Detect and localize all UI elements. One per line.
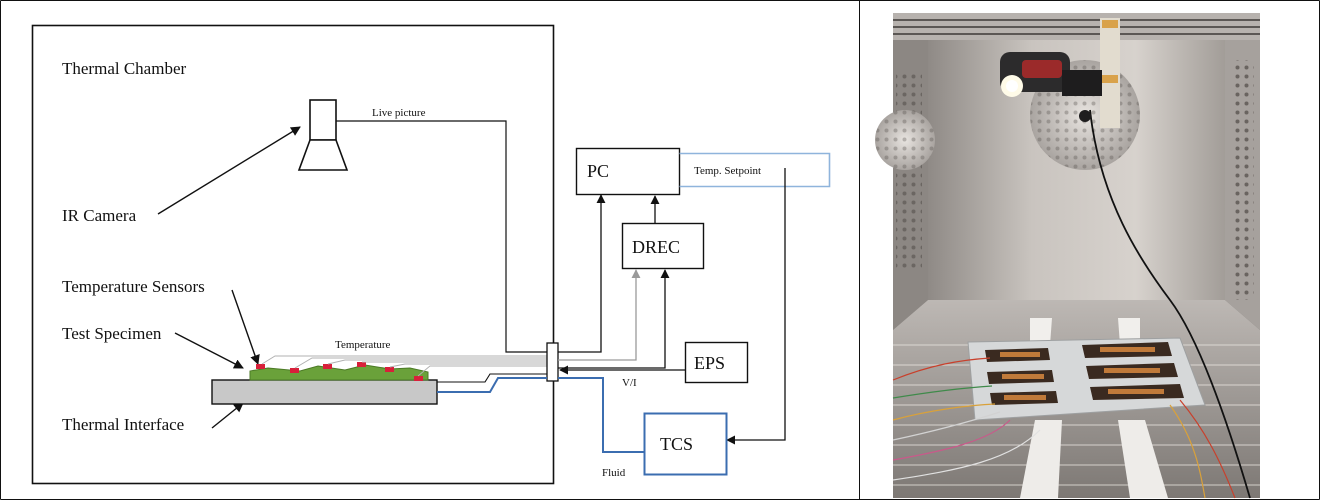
test-specimen [250,365,428,380]
feedthrough [547,343,558,381]
pc-line [558,195,601,352]
fluid-label: Fluid [602,467,626,479]
test-specimen-label: Test Specimen [62,324,162,343]
live-picture-line [336,121,547,352]
thermal-interface-plate [212,380,437,404]
drec-label: DREC [632,237,680,257]
temperature-label: Temperature [335,339,391,351]
fluid-line-a [437,378,547,392]
ir-camera-label: IR Camera [62,206,137,225]
tcs-label: TCS [660,434,693,454]
vi-label: V/I [622,377,637,389]
thermal-interface-label: Thermal Interface [62,415,184,434]
thermal-chamber-label: Thermal Chamber [62,59,186,78]
temp-sensors-pointer [232,290,258,364]
diagram: Thermal Chamber IR Camera Live picture T… [33,26,830,484]
temperature-sensors-label: Temperature Sensors [62,277,205,296]
fluid-line-b [558,378,644,452]
temp-setpoint-label: Temp. Setpoint [694,165,761,177]
chamber-photo [875,13,1260,498]
ir-camera-icon [299,100,347,170]
pc-label: PC [587,161,609,181]
setpoint-to-tcs-line [727,168,785,440]
eps-label: EPS [694,353,725,373]
drec-black-line [558,270,665,368]
thermal-interface-pointer [212,403,243,428]
ir-camera-pointer [158,127,300,214]
drec-gray-line [558,270,636,360]
live-picture-label: Live picture [372,107,426,119]
test-specimen-pointer [175,333,243,368]
